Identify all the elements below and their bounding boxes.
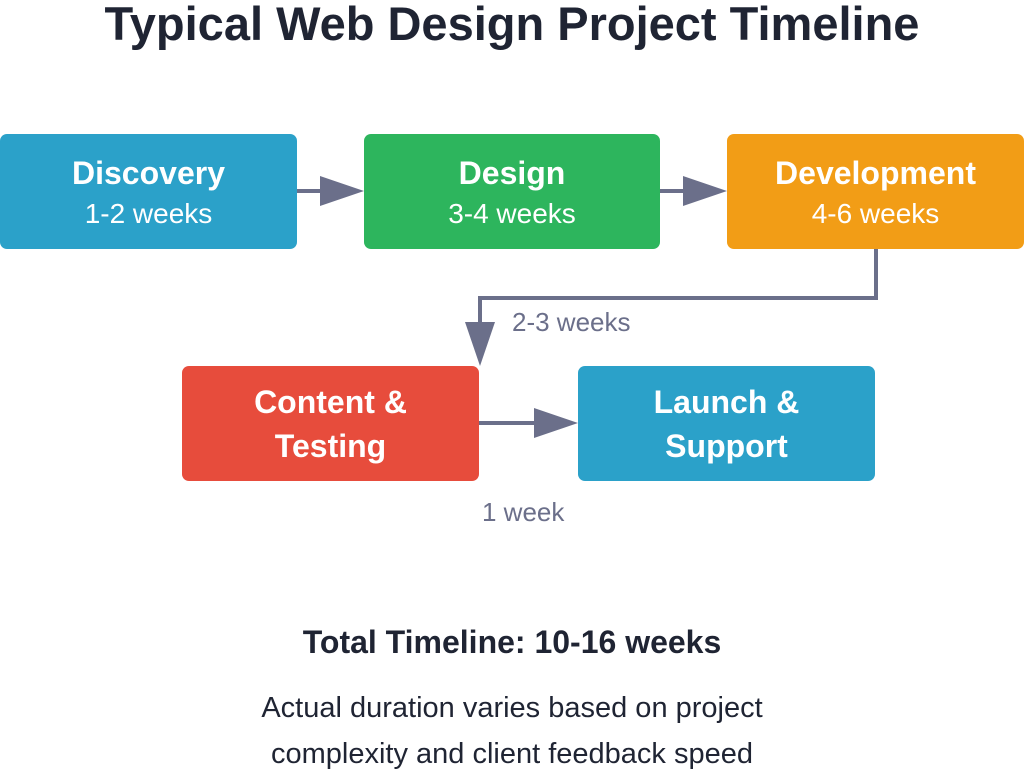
stage-design: Design 3-4 weeks	[364, 134, 660, 249]
footer-note: Actual duration varies based on project …	[0, 685, 1024, 777]
footer-note-line1: Actual duration varies based on project	[261, 692, 763, 724]
edge-label-content-to-launch: 1 week	[482, 497, 565, 527]
stage-content-testing-name-line1: Content &	[254, 383, 407, 420]
stage-design-name: Design	[458, 154, 566, 191]
stage-launch-support-name-line1: Launch &	[653, 383, 800, 420]
stage-development-duration: 4-6 weeks	[811, 197, 940, 229]
stage-design-duration: 3-4 weeks	[448, 197, 576, 229]
stage-discovery: Discovery 1-2 weeks	[0, 134, 297, 249]
stage-development-name: Development	[775, 154, 976, 191]
stage-discovery-name: Discovery	[72, 154, 225, 191]
diagram-title: Typical Web Design Project Timeline	[104, 0, 920, 50]
arrow-content-to-launch	[479, 408, 578, 438]
edge-label-development-to-content: 2-3 weeks	[512, 307, 631, 337]
arrow-discovery-to-design	[297, 176, 364, 206]
stage-launch-support-name-line2: Support	[665, 427, 788, 464]
stage-launch-support: Launch & Support	[578, 366, 875, 481]
total-timeline: Total Timeline: 10-16 weeks	[302, 624, 722, 660]
stage-discovery-duration: 1-2 weeks	[84, 197, 213, 229]
stage-content-testing: Content & Testing	[182, 366, 479, 481]
footer-note-line2: complexity and client feedback speed	[270, 738, 753, 770]
stage-development: Development 4-6 weeks	[727, 134, 1024, 249]
arrow-development-to-content	[465, 249, 878, 366]
stage-content-testing-name-line2: Testing	[274, 427, 387, 464]
arrow-design-to-development	[660, 176, 727, 206]
